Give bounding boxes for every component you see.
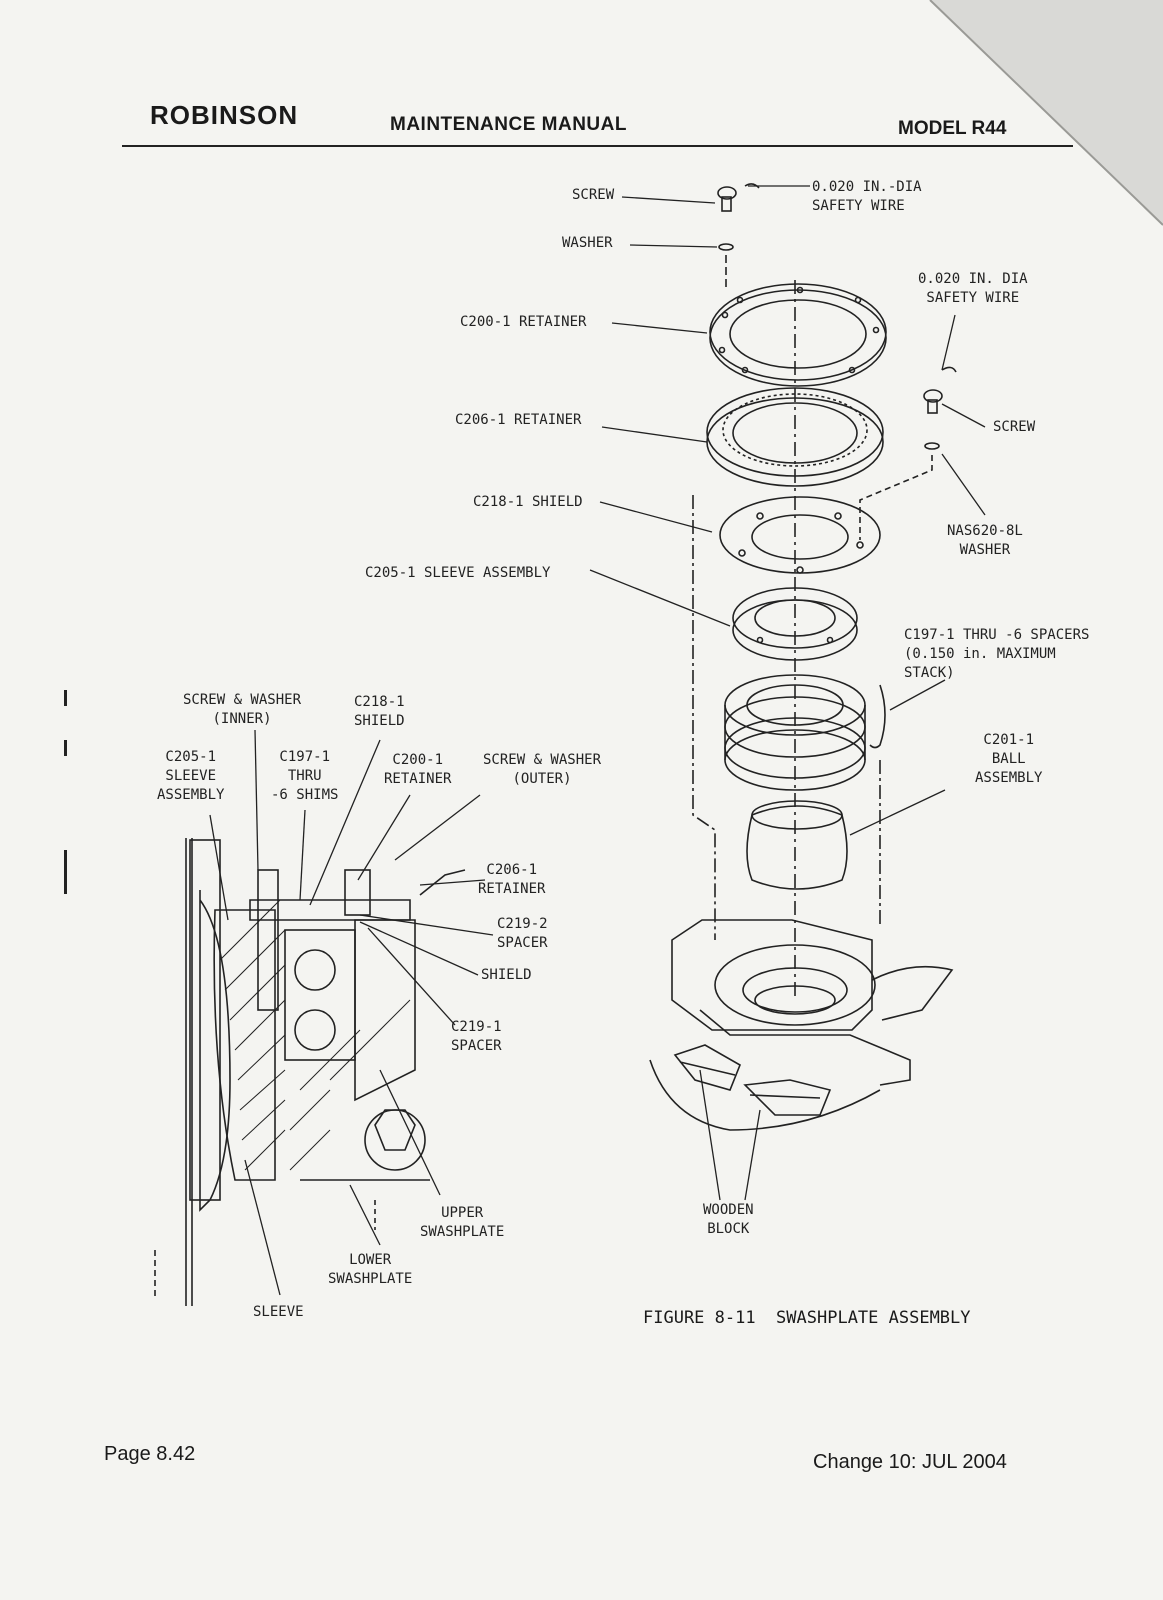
screw-icon bbox=[717, 183, 760, 212]
leader-lines bbox=[589, 185, 986, 1201]
label-wooden-block: WOODEN BLOCK bbox=[703, 1202, 754, 1237]
page-number: Page 8.42 bbox=[104, 1443, 196, 1465]
label-retainer-c206: C206-1 RETAINER bbox=[455, 412, 582, 428]
label-safety-wire-right: 0.020 IN. DIA SAFETY WIRE bbox=[918, 271, 1028, 306]
swashplate-part bbox=[649, 919, 954, 1131]
spacers-c197-part bbox=[724, 674, 866, 791]
change-bar bbox=[64, 690, 67, 706]
label-ball-c201: C201-1 BALL ASSEMBLY bbox=[975, 732, 1043, 786]
screw-icon bbox=[923, 366, 957, 414]
ball-c201-part bbox=[746, 800, 848, 890]
label-spacers-c197: C197-1 THRU -6 SPACERS (0.150 in. MAXIMU… bbox=[904, 627, 1090, 681]
wooden-block-part bbox=[673, 1044, 832, 1116]
label-safety-wire-top: 0.020 IN.-DIA SAFETY WIRE bbox=[812, 179, 922, 214]
brand-logo: ROBINSON bbox=[150, 100, 299, 130]
leader-lines-section bbox=[209, 729, 494, 1296]
label-shield-c218-section: C218-1 SHIELD bbox=[354, 694, 405, 729]
manual-title: MAINTENANCE MANUAL bbox=[390, 114, 627, 135]
shield-c218-part bbox=[719, 496, 881, 574]
label-upper-swashplate: UPPER SWASHPLATE bbox=[420, 1205, 505, 1240]
spacer-bracket bbox=[869, 684, 886, 749]
label-retainer-c206-section: C206-1 RETAINER bbox=[478, 862, 546, 897]
section-view bbox=[154, 838, 466, 1306]
retainer-c200-part bbox=[709, 283, 887, 387]
label-shield-section: SHIELD bbox=[481, 967, 532, 983]
label-screw-washer-outer: SCREW & WASHER (OUTER) bbox=[483, 752, 602, 787]
washer-icon bbox=[718, 243, 734, 251]
model-label: MODEL R44 bbox=[898, 118, 1007, 139]
label-lower-swashplate: LOWER SWASHPLATE bbox=[328, 1252, 413, 1287]
label-screw-right: SCREW bbox=[993, 419, 1036, 435]
label-retainer-c200-section: C200-1 RETAINER bbox=[384, 752, 452, 787]
sleeve-c205-part bbox=[732, 587, 858, 661]
label-screw: SCREW bbox=[572, 187, 615, 203]
label-washer: WASHER bbox=[562, 235, 613, 251]
label-spacer-c219-2: C219-2 SPACER bbox=[497, 916, 548, 951]
label-sleeve: SLEEVE bbox=[253, 1304, 304, 1320]
change-bar bbox=[64, 850, 67, 894]
exploded-view bbox=[649, 183, 957, 1131]
label-retainer-c200: C200-1 RETAINER bbox=[460, 314, 587, 330]
header-rule bbox=[122, 145, 1073, 147]
change-date: Change 10: JUL 2004 bbox=[813, 1451, 1007, 1473]
label-spacer-c219-1: C219-1 SPACER bbox=[451, 1019, 502, 1054]
label-shield-c218: C218-1 SHIELD bbox=[473, 494, 583, 510]
label-washer-nas: NAS620-8L WASHER bbox=[947, 523, 1023, 558]
label-sleeve-c205-section: C205-1 SLEEVE ASSEMBLY bbox=[157, 749, 225, 803]
washer-icon bbox=[924, 442, 940, 450]
label-sleeve-c205: C205-1 SLEEVE ASSEMBLY bbox=[365, 565, 551, 581]
figure-caption: FIGURE 8-11 SWASHPLATE ASSEMBLY bbox=[643, 1308, 971, 1328]
label-screw-washer-inner: SCREW & WASHER (INNER) bbox=[183, 692, 302, 727]
label-shims-c197: C197-1 THRU -6 SHIMS bbox=[271, 749, 339, 803]
change-bar bbox=[64, 740, 67, 756]
